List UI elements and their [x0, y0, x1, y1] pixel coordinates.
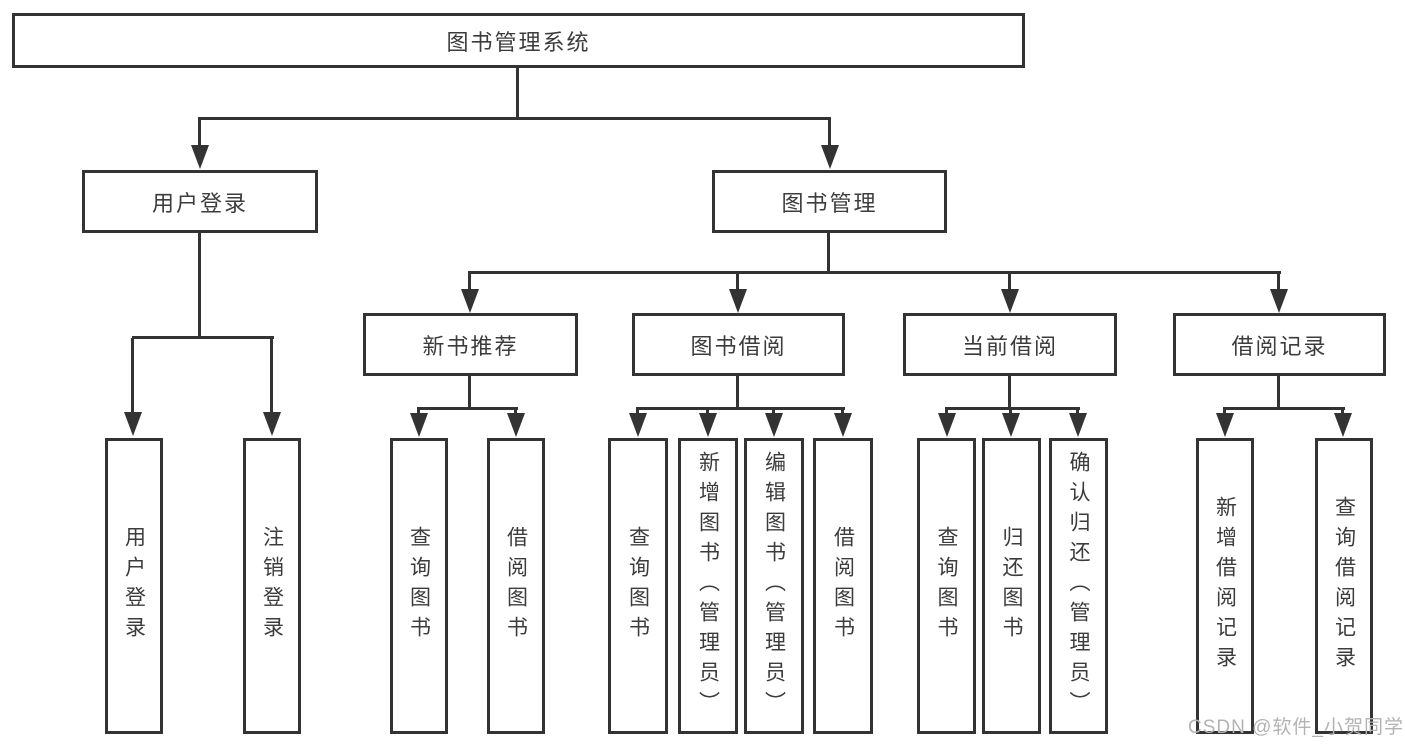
connector-user-login-distributor [132, 336, 274, 339]
leaf-borrow-books: 借阅图书 [813, 438, 873, 734]
connector-user-login-down [198, 233, 201, 337]
connector-borrow-distributor [636, 407, 845, 410]
arrow-down-icon [191, 145, 209, 169]
connector-leaf-stem [1341, 409, 1344, 415]
connector-leaf-stem [1009, 409, 1012, 415]
connector-leaf-stem [636, 409, 639, 415]
leaf-edit-book-admin: 编辑图书（管理员） [744, 438, 804, 734]
connector-leaf-stem [772, 409, 775, 415]
connector-current-distributor [945, 407, 1080, 410]
arrow-down-icon [1002, 413, 1020, 437]
connector-l3-stem [1008, 273, 1011, 290]
arrow-down-icon [821, 145, 839, 169]
arrow-down-icon [729, 289, 747, 313]
arrow-down-icon [1216, 413, 1234, 437]
arrow-down-icon [1334, 413, 1352, 437]
connector-leaf-stem [706, 409, 709, 415]
leaf-logout: 注销登录 [243, 438, 301, 734]
arrow-down-icon [263, 412, 281, 436]
arrow-down-icon [507, 413, 525, 437]
leaf-borrow-books-recommend: 借阅图书 [487, 438, 545, 734]
leaf-add-book-admin: 新增图书（管理员） [678, 438, 738, 734]
connector-leaf-stem [514, 409, 517, 415]
connector-leaf-stem [1223, 409, 1226, 415]
leaf-query-books-borrow: 查询图书 [608, 438, 668, 734]
node-borrow-records: 借阅记录 [1173, 313, 1386, 376]
connector-borrow-down [736, 376, 739, 409]
connector-leaf-stem [945, 409, 948, 415]
arrow-down-icon [1069, 413, 1087, 437]
connector-user-login-stem [198, 119, 201, 146]
node-user-login: 用户登录 [82, 170, 318, 233]
watermark: CSDN @软件_小贺同学 [1188, 717, 1404, 738]
leaf-user-login: 用户登录 [105, 438, 163, 734]
connector-l3-stem [1277, 273, 1280, 290]
connector-leaf-stem [417, 409, 420, 415]
arrow-down-icon [699, 413, 717, 437]
connector-book-mgmt-stem [828, 119, 831, 146]
connector-leaf-stem [1076, 409, 1079, 415]
connector-leaf-stem [841, 409, 844, 415]
node-book-management: 图书管理 [712, 170, 947, 233]
node-current-borrow: 当前借阅 [903, 313, 1117, 376]
connector-recommend-distributor [417, 407, 518, 410]
arrow-down-icon [124, 412, 142, 436]
connector-current-down [1008, 376, 1011, 409]
arrow-down-icon [410, 413, 428, 437]
arrow-down-icon [765, 413, 783, 437]
arrow-down-icon [938, 413, 956, 437]
connector-records-down [1277, 376, 1280, 409]
arrow-down-icon [461, 289, 479, 313]
connector-level3-distributor [468, 271, 1281, 274]
leaf-add-borrow-record: 新增借阅记录 [1196, 438, 1254, 734]
connector-recommend-down [468, 376, 471, 409]
arrow-down-icon [1270, 289, 1288, 313]
connector-l3-stem [468, 273, 471, 290]
connector-root-stem [516, 68, 519, 119]
arrow-down-icon [629, 413, 647, 437]
leaf-query-borrow-record: 查询借阅记录 [1315, 438, 1373, 734]
leaf-confirm-return-admin: 确认归还（管理员） [1049, 438, 1108, 734]
node-new-book-recommend: 新书推荐 [363, 313, 578, 376]
leaf-return-books: 归还图书 [982, 438, 1041, 734]
leaf-query-books-current: 查询图书 [917, 438, 976, 734]
node-root: 图书管理系统 [12, 13, 1025, 68]
connector-records-distributor [1223, 407, 1345, 410]
leaf-query-books-recommend: 查询图书 [390, 438, 448, 734]
arrow-down-icon [834, 413, 852, 437]
node-book-borrow: 图书借阅 [632, 313, 845, 376]
arrow-down-icon [1001, 289, 1019, 313]
connector-level1-distributor [198, 117, 831, 120]
connector-l3-stem [736, 273, 739, 290]
connector-book-mgmt-down [827, 233, 830, 273]
connector-leaf-stem [270, 338, 273, 414]
connector-leaf-stem [131, 338, 134, 414]
